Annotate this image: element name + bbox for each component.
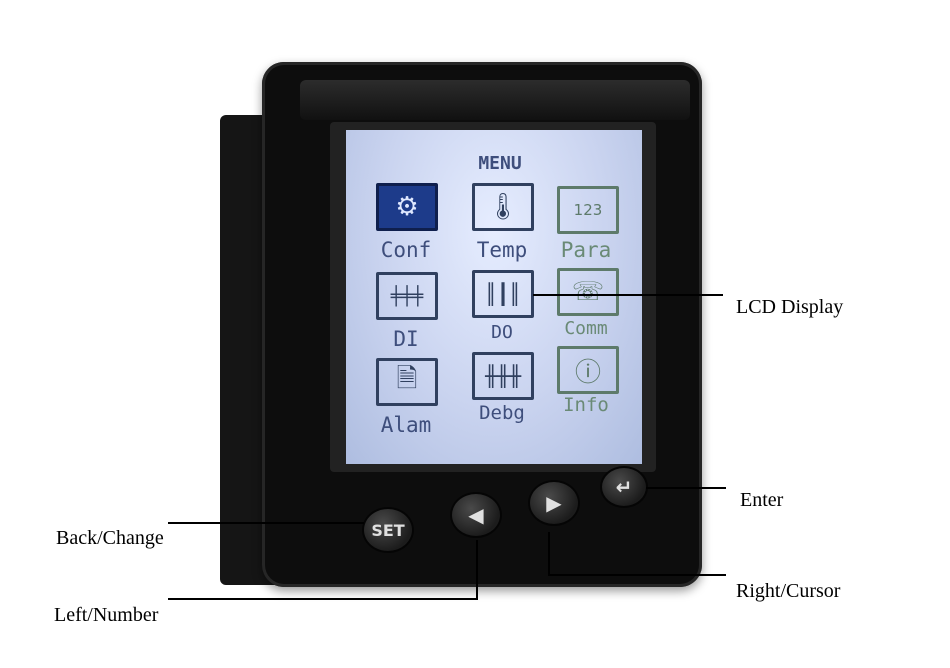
enter-leader-line	[646, 487, 726, 489]
lcd-menu-title: MENU	[478, 153, 522, 174]
number-display-icon[interactable]: 123	[557, 186, 619, 234]
sliders-icon[interactable]: ╫╫╫	[472, 352, 534, 400]
menu-item-conf[interactable]: Conf	[380, 238, 432, 262]
right-cursor-label: Right/Cursor	[736, 580, 841, 602]
right-cursor-leader-vertical	[548, 532, 550, 576]
left-number-leader-line	[168, 598, 478, 600]
right-arrow-button[interactable]: ▶	[528, 480, 580, 526]
lcd-display-leader-line	[533, 294, 723, 296]
bezel-top-strip	[300, 80, 690, 120]
back-change-leader-line	[168, 522, 364, 524]
menu-item-comm[interactable]: Comm	[564, 318, 608, 339]
menu-item-para[interactable]: Para	[560, 238, 612, 262]
phone-icon[interactable]: ☏	[557, 268, 619, 316]
menu-item-alam[interactable]: Alam	[380, 413, 432, 437]
enter-button[interactable]: ↵	[600, 466, 648, 508]
thermometer-icon[interactable]: 🌡	[472, 183, 534, 231]
left-arrow-button[interactable]: ◀	[450, 492, 502, 538]
set-button[interactable]: SET	[362, 507, 414, 553]
right-cursor-leader-line	[548, 574, 726, 576]
document-icon[interactable]: 🗎	[376, 358, 438, 406]
enter-label: Enter	[740, 489, 784, 511]
digital-output-icon[interactable]: ║┃║	[472, 270, 534, 318]
menu-item-debg[interactable]: Debg	[479, 402, 525, 424]
left-number-leader-vertical	[476, 540, 478, 600]
gear-icon[interactable]: ⚙	[376, 183, 438, 231]
menu-item-info[interactable]: Info	[563, 394, 609, 416]
menu-item-di[interactable]: DI	[393, 327, 419, 351]
menu-item-temp[interactable]: Temp	[476, 238, 528, 262]
menu-item-do[interactable]: DO	[491, 322, 513, 343]
digital-input-icon[interactable]: ╪╪╪	[376, 272, 438, 320]
info-icon[interactable]: ⓘ	[557, 346, 619, 394]
lcd-display-label: LCD Display	[736, 296, 844, 318]
back-change-label: Back/Change	[56, 527, 164, 549]
left-number-label: Left/Number	[54, 604, 159, 626]
